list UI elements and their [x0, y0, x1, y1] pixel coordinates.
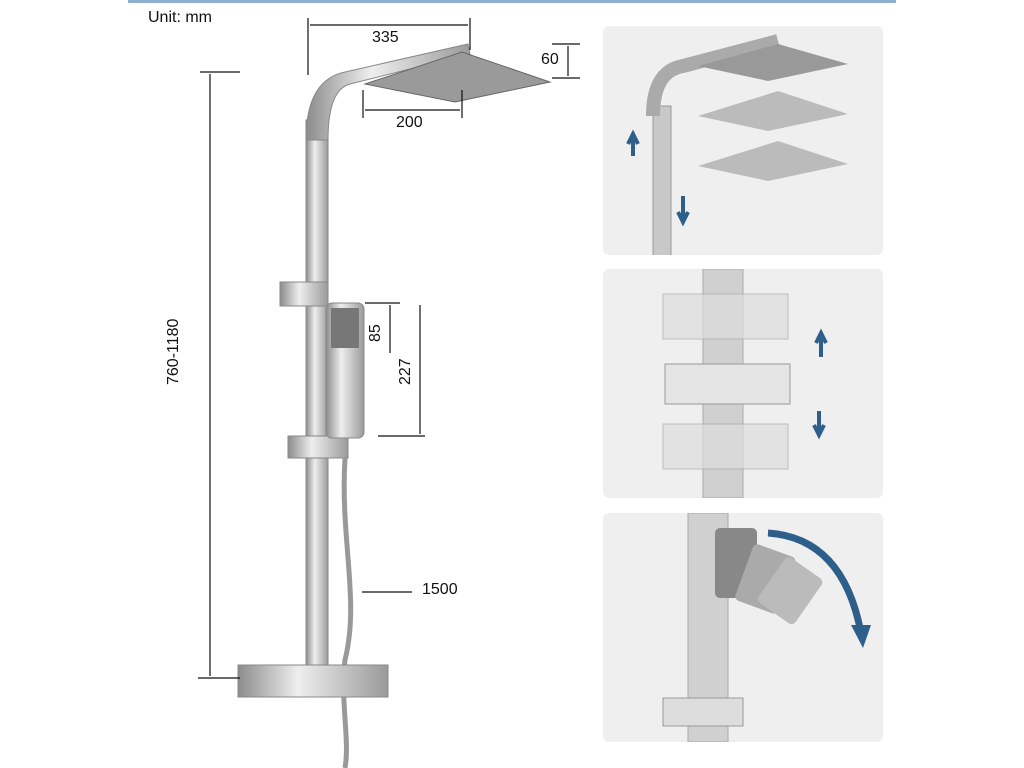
panel-adjustable-height: [603, 26, 883, 255]
panel-sliding-holder: [603, 269, 883, 498]
dim-60: 60: [541, 51, 559, 68]
rain-shower-head: [363, 51, 552, 103]
dim-1500: 1500: [422, 581, 458, 598]
pole-bracket: [279, 281, 329, 307]
arrow-up-icon: [814, 328, 828, 357]
dim-335: 335: [372, 29, 399, 46]
thermostatic-mixer: [237, 664, 389, 698]
dim-85: 85: [367, 324, 384, 342]
arrow-down-icon: [676, 196, 690, 227]
dim-200: 200: [396, 114, 423, 131]
arrow-down-icon: [812, 411, 826, 440]
top-border: [128, 0, 896, 3]
rotate-arrow-icon: [767, 529, 865, 634]
shower-arm: [305, 43, 471, 141]
hand-shower-face: [331, 308, 359, 348]
hand-shower-holder: [287, 435, 349, 459]
panel-rotating-hand-shower: [603, 513, 883, 742]
arrow-up-icon: [626, 129, 640, 156]
shower-pole: [305, 119, 329, 671]
shower-system-drawing: [198, 18, 580, 768]
unit-label: Unit: mm: [148, 9, 212, 26]
hose: [341, 457, 354, 768]
dim-760-1180: 760-1180: [165, 318, 182, 385]
dim-227: 227: [397, 358, 414, 385]
